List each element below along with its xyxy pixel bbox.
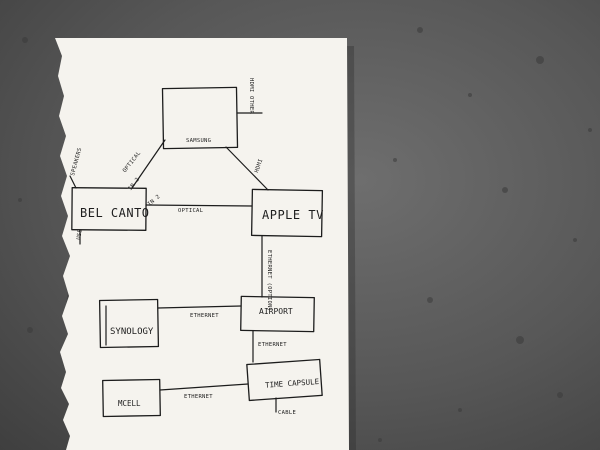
line-speakers	[69, 175, 77, 189]
synology-box	[98, 298, 160, 349]
label-mcell-to-timecapsule: ETHERNET	[184, 394, 213, 400]
line-mcell-to-timecapsule	[159, 383, 249, 391]
label-airport-to-timecapsule: ETHERNET	[258, 342, 287, 348]
paper-sheet	[55, 38, 349, 450]
label-appletv-to-tv: HDMI	[254, 158, 265, 174]
synology-label: SYNOLOGY	[110, 327, 154, 337]
tv-box	[161, 86, 239, 150]
apple-tv-box	[250, 188, 324, 238]
time-capsule-box	[246, 358, 323, 402]
label-tv-hdmi-other: HDMI OTHER	[248, 78, 254, 115]
time-capsule-label: TIME CAPSULE	[265, 377, 320, 390]
line-synology-to-airport	[157, 305, 242, 309]
line-tv-to-appletv	[225, 146, 269, 191]
label-bel-to-appletv: OPTICAL	[178, 208, 204, 214]
label-synology-to-airport: ETHERNET	[190, 313, 219, 319]
bel-canto-label: BEL CANTO	[80, 206, 150, 220]
line-bel-to-tv	[131, 139, 166, 189]
label-appletv-to-airport: ETHERNET (OPTION)	[266, 250, 272, 311]
mcell-label: MCELL	[118, 399, 141, 408]
bel-canto-box	[71, 187, 147, 231]
airport-box	[240, 295, 315, 333]
airport-label: AIRPORT	[259, 307, 293, 316]
mcell-box	[102, 378, 161, 418]
tv-label: SAMSUNG	[186, 138, 211, 144]
apple-tv-label: APPLE TV	[262, 208, 324, 222]
background-texture	[18, 27, 592, 442]
label-timecapsule-cable: CABLE	[278, 410, 296, 416]
label-usb: USB	[76, 228, 84, 240]
line-bel-to-appletv	[145, 204, 253, 207]
